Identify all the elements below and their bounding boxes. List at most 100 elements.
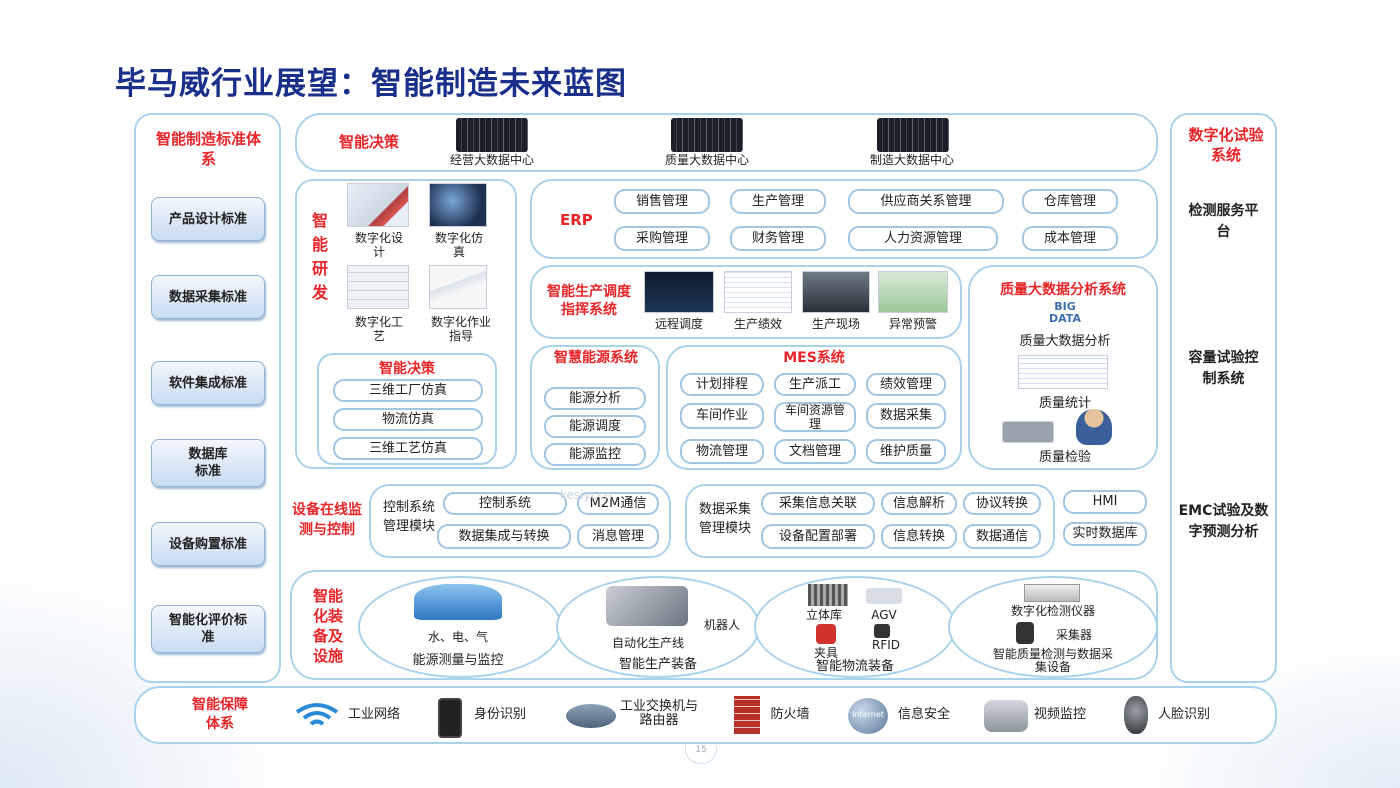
erp-item: 成本管理 [1022, 226, 1118, 251]
inspector-icon [1076, 409, 1112, 445]
agv-icon [866, 588, 902, 604]
security-item: 工业网络 [347, 707, 400, 722]
mes-label: MES系统 [783, 350, 845, 366]
data-center-label: 制造大数据中心 [869, 153, 954, 167]
energy-item: 能源分析 [544, 387, 646, 410]
rnd-panel: 智能研发 数字化设计 数字化仿真 数字化工艺 数字化作业指导 智能决策 三维工厂… [295, 179, 517, 469]
big-data-logo: BIG DATA [1049, 300, 1081, 325]
quality-item: 质量统计 [1038, 396, 1091, 411]
mes-item: 生产派工 [774, 373, 856, 396]
mes-panel: MES系统 计划排程 生产派工 绩效管理 车间作业 车间资源管理 数据采集 物流… [666, 345, 962, 470]
mes-item: 绩效管理 [866, 373, 946, 396]
hmi-box: HMI [1063, 490, 1147, 514]
phone-id-icon [438, 698, 462, 738]
control-module-label: 控制系统管理模块 [382, 500, 435, 534]
equipment-side-text: 采集器 [1055, 628, 1092, 642]
dispatch-caption: 生产绩效 [733, 317, 782, 331]
server-icon [456, 118, 528, 152]
collect-item: 协议转换 [963, 492, 1041, 515]
server-icon [671, 118, 743, 152]
face-icon [1124, 696, 1148, 734]
collect-item: 数据通信 [963, 524, 1041, 549]
erp-label: ERP [560, 211, 593, 229]
page-number: 15 [685, 745, 717, 764]
remote-dispatch-image [644, 271, 714, 313]
dispatch-label: 智能生产调度指挥系统 [547, 284, 631, 318]
warehouse-icon [808, 584, 848, 606]
equipment-group: 机器人 自动化生产线 智能生产装备 [556, 576, 760, 678]
equipment-group: 水、电、气 能源测量与监控 [358, 576, 562, 678]
collect-item: 信息解析 [881, 492, 957, 515]
monitor-label: 设备在线监测与控制 [292, 502, 362, 538]
simulation-image [429, 183, 487, 227]
globe-icon: Internet [848, 698, 888, 734]
collect-item: 设备配置部署 [761, 524, 875, 549]
logistics-part: RFID [871, 638, 901, 652]
energy-item: 能源调度 [544, 415, 646, 438]
rnd-image-caption: 数字化作业指导 [430, 315, 491, 343]
standards-heading: 智能制造标准体系 [156, 130, 262, 168]
security-item: 人脸识别 [1157, 707, 1210, 722]
erp-item: 财务管理 [730, 226, 826, 251]
erp-panel: ERP 销售管理 生产管理 供应商关系管理 仓库管理 采购管理 财务管理 人力资… [530, 179, 1158, 259]
equipment-row: 智能化装备及设施 水、电、气 能源测量与监控 机器人 自动化生产线 智能生产装备… [290, 570, 1158, 680]
rnd-image-caption: 数字化工艺 [354, 315, 403, 343]
rnd-image-caption: 数字化设计 [354, 231, 403, 259]
erp-item: 仓库管理 [1022, 189, 1118, 214]
standard-item: 智能化评价标准 [151, 605, 265, 653]
rnd-label-text: 智能研发 [311, 211, 328, 302]
standard-item: 产品设计标准 [151, 197, 265, 241]
control-item: M2M通信 [577, 492, 659, 515]
quality-item: 质量检验 [1038, 450, 1091, 465]
security-item: 信息安全 [897, 707, 950, 722]
erp-item: 采购管理 [614, 226, 710, 251]
equipment-bottom-text: 智能物流装备 [815, 659, 894, 674]
test-item: 检测服务平台 [1188, 203, 1259, 240]
router-icon [566, 704, 616, 728]
control-module: 控制系统管理模块 控制系统 M2M通信 数据集成与转换 消息管理 [369, 484, 671, 558]
robot-line-icon [606, 586, 688, 626]
mes-item: 车间资源管理 [774, 402, 856, 432]
performance-image [724, 271, 792, 313]
internet-logo: Internet [852, 710, 884, 719]
control-item: 数据集成与转换 [437, 524, 571, 549]
test-item: 容量试验控制系统 [1188, 350, 1259, 387]
quality-panel: 质量大数据分析系统 BIG DATA 质量大数据分析 质量统计 质量检验 [968, 265, 1158, 470]
erp-item: 人力资源管理 [848, 226, 998, 251]
camera-icon [984, 700, 1028, 732]
design-image [347, 183, 409, 227]
instrument-icon [1024, 584, 1080, 602]
page-number-text: 15 [695, 745, 707, 755]
mes-item: 车间作业 [680, 403, 764, 429]
decision-label: 智能决策 [339, 133, 400, 151]
rnd-decision-label: 智能决策 [379, 361, 435, 377]
page-title: 毕马威行业展望：智能制造未来蓝图 [115, 66, 627, 102]
standards-panel: 智能制造标准体系 产品设计标准 数据采集标准 软件集成标准 数据库标准 设备购置… [134, 113, 281, 683]
collect-module-label: 数据采集管理模块 [698, 502, 751, 536]
mes-item: 物流管理 [680, 439, 764, 464]
collect-item: 采集信息关联 [761, 492, 875, 515]
equipment-label: 智能化装备及设施 [310, 586, 346, 666]
equipment-label-text: 智能化装备及设施 [312, 587, 343, 665]
test-system-panel: 数字化试验系统 检测服务平台 容量试验控制系统 EMC试验及数字预测分析 [1170, 113, 1277, 683]
equipment-group: 立体库 AGV 夹具 RFID 智能物流装备 [754, 576, 956, 678]
equipment-group: 数字化检测仪器 采集器 智能质量检测与数据采集设备 [948, 576, 1158, 678]
firewall-icon [734, 696, 760, 734]
rnd-decision-item: 三维工厂仿真 [333, 379, 483, 402]
security-item: 身份识别 [473, 707, 526, 722]
erp-item: 生产管理 [730, 189, 826, 214]
quality-item: 质量大数据分析 [1019, 334, 1111, 349]
energy-item: 能源监控 [544, 443, 646, 466]
gripper-icon [816, 624, 836, 644]
equipment-top-text: 水、电、气 [427, 630, 488, 644]
mes-item: 数据采集 [866, 403, 946, 429]
security-item: 工业交换机与路由器 [620, 699, 699, 728]
equipment-bottom-text: 智能质量检测与数据采集设备 [992, 647, 1113, 674]
equipment-bottom-text: 智能生产装备 [618, 657, 697, 672]
monitor-row: 设备在线监测与控制 控制系统管理模块 控制系统 M2M通信 数据集成与转换 消息… [285, 478, 1158, 563]
server-icon [877, 118, 949, 152]
quality-label: 质量大数据分析系统 [1000, 282, 1126, 298]
logistics-part: AGV [871, 608, 897, 622]
logistics-part: 夹具 [813, 646, 838, 660]
security-row: 智能保障体系 工业网络 身份识别 工业交换机与路由器 防火墙 Internet … [134, 686, 1277, 744]
